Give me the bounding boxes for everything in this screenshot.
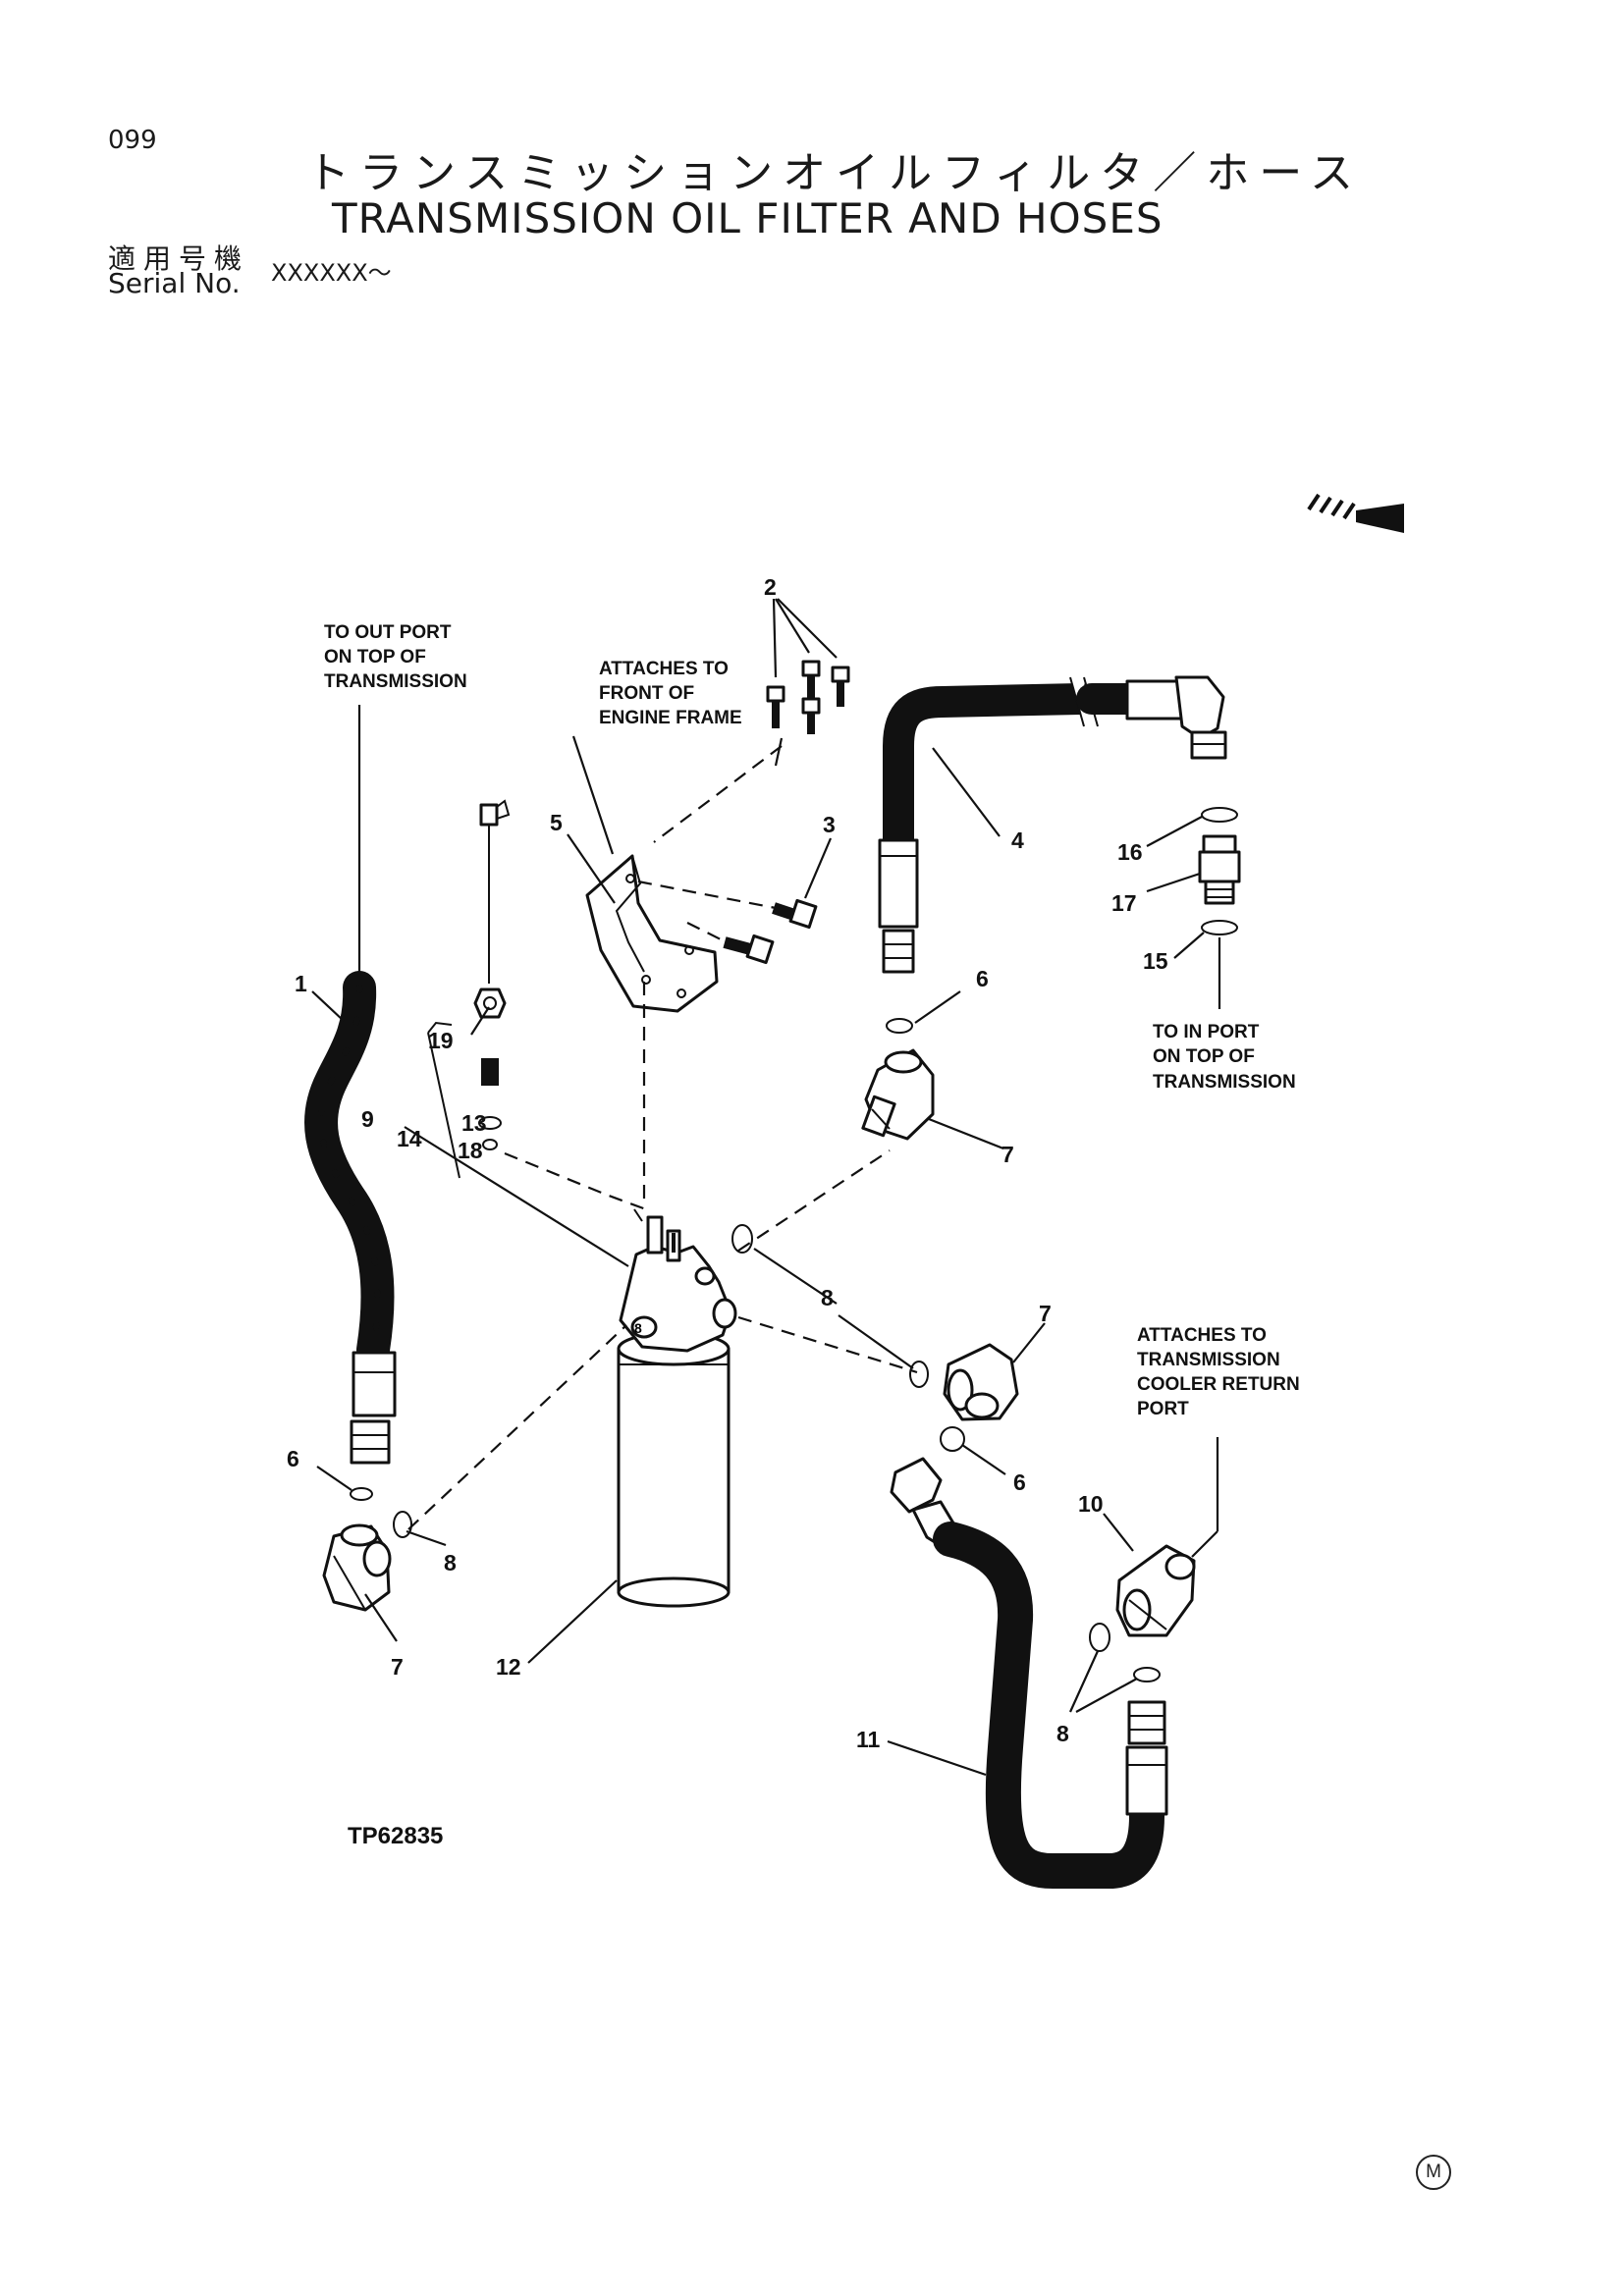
bolt-set bbox=[766, 660, 850, 734]
part-number: 16 bbox=[1117, 839, 1143, 865]
oil-filter: 8 bbox=[617, 1208, 737, 1608]
part-number: 18 bbox=[458, 1138, 483, 1163]
part-number: 19 bbox=[428, 1028, 454, 1053]
elbow-fitting-upper bbox=[861, 1048, 935, 1141]
svg-text:TRANSMISSION: TRANSMISSION bbox=[324, 671, 467, 692]
o-ring bbox=[940, 1426, 965, 1452]
o-ring bbox=[886, 1018, 913, 1034]
part-number: 8 bbox=[444, 1550, 457, 1575]
o-ring bbox=[393, 1511, 412, 1538]
part-number: 13 bbox=[461, 1110, 487, 1136]
mounting-bracket bbox=[585, 854, 719, 1013]
page-title-japanese: トランスミッションオイルフィルタ／ホース bbox=[306, 148, 1364, 198]
part-number: 4 bbox=[1011, 828, 1024, 853]
part-number: 1 bbox=[295, 971, 307, 996]
front-direction-arrow-icon bbox=[1307, 493, 1404, 533]
part-number: 3 bbox=[823, 812, 836, 837]
svg-text:8: 8 bbox=[634, 1320, 642, 1336]
part-number: 7 bbox=[391, 1654, 404, 1680]
bolt bbox=[772, 898, 818, 930]
elbow-fitting-cooler bbox=[1115, 1544, 1196, 1637]
part-number: 5 bbox=[550, 810, 563, 835]
callout-cooler-return: ATTACHES TO TRANSMISSION COOLER RETURN P… bbox=[1137, 1325, 1300, 1419]
svg-text:TO OUT PORT: TO OUT PORT bbox=[324, 622, 452, 643]
part-number: 15 bbox=[1143, 948, 1168, 974]
corner-mark: M bbox=[1416, 2155, 1451, 2190]
hose-lower-right bbox=[890, 1457, 1168, 1889]
callout-engine-frame: ATTACHES TO FRONT OF ENGINE FRAME bbox=[599, 659, 742, 728]
part-number: 8 bbox=[1056, 1721, 1069, 1746]
adapter-fitting bbox=[1198, 834, 1241, 905]
svg-text:ON TOP OF: ON TOP OF bbox=[1153, 1046, 1255, 1067]
o-ring bbox=[731, 1224, 753, 1254]
elbow-fitting-middle bbox=[943, 1343, 1019, 1421]
part-number: 7 bbox=[1039, 1301, 1052, 1326]
part-number: 12 bbox=[496, 1654, 521, 1680]
o-ring bbox=[350, 1487, 373, 1501]
part-number: 10 bbox=[1078, 1491, 1104, 1517]
hose-upper-right bbox=[878, 675, 1227, 974]
svg-text:ATTACHES TO: ATTACHES TO bbox=[1137, 1325, 1267, 1346]
callout-in-port: TO IN PORT ON TOP OF TRANSMISSION bbox=[1153, 1022, 1296, 1093]
part-number: 6 bbox=[287, 1446, 299, 1471]
o-ring bbox=[1133, 1667, 1161, 1682]
leader-lines bbox=[311, 735, 1205, 1777]
hose-left bbox=[304, 705, 397, 1465]
part-number: 11 bbox=[856, 1727, 881, 1752]
serial-label-japanese: 適用号機 bbox=[108, 242, 250, 275]
part-number: 8 bbox=[821, 1285, 834, 1310]
part-number: 6 bbox=[976, 966, 989, 991]
part-number: 17 bbox=[1111, 890, 1137, 916]
temperature-sensor bbox=[473, 799, 511, 1150]
o-ring bbox=[1201, 807, 1238, 823]
part-number: 7 bbox=[1001, 1142, 1014, 1167]
svg-text:COOLER RETURN: COOLER RETURN bbox=[1137, 1374, 1300, 1395]
page-title: TRANSMISSION OIL FILTER AND HOSES bbox=[332, 194, 1164, 242]
callout-out-port: TO OUT PORT ON TOP OF TRANSMISSION bbox=[324, 622, 467, 692]
part-number: 6 bbox=[1013, 1469, 1026, 1495]
svg-text:TRANSMISSION: TRANSMISSION bbox=[1137, 1350, 1280, 1370]
svg-text:PORT: PORT bbox=[1137, 1399, 1189, 1419]
svg-text:TRANSMISSION: TRANSMISSION bbox=[1153, 1072, 1296, 1093]
part-number: 2 bbox=[764, 574, 777, 600]
o-ring bbox=[1089, 1623, 1110, 1652]
part-number: 9 bbox=[361, 1106, 374, 1132]
page-number: 099 bbox=[108, 126, 157, 155]
bolt bbox=[723, 934, 775, 965]
serial-value: XXXXXX～ bbox=[271, 259, 392, 287]
elbow-fitting-left bbox=[322, 1523, 392, 1612]
part-number-labels: 1 2 3 4 5 6 6 6 7 7 7 8 8 8 9 10 11 12 1… bbox=[287, 574, 1168, 1752]
svg-text:ON TOP OF: ON TOP OF bbox=[324, 647, 426, 667]
o-ring bbox=[1201, 920, 1238, 935]
part-number: 14 bbox=[397, 1126, 422, 1151]
svg-text:ATTACHES TO: ATTACHES TO bbox=[599, 659, 729, 679]
svg-text:TO IN PORT: TO IN PORT bbox=[1153, 1022, 1260, 1042]
o-ring bbox=[909, 1361, 929, 1388]
serial-label: Serial No. bbox=[108, 267, 241, 299]
svg-text:FRONT OF: FRONT OF bbox=[599, 683, 694, 704]
svg-text:ENGINE FRAME: ENGINE FRAME bbox=[599, 708, 742, 728]
figure-code: TP62835 bbox=[348, 1823, 443, 1849]
